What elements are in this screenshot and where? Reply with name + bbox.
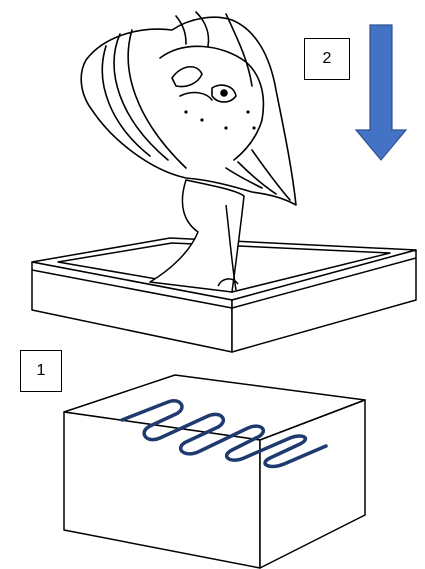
down-arrow-icon (356, 25, 406, 160)
step-label-2-text: 2 (323, 50, 332, 68)
heating-block (64, 375, 365, 568)
step-label-1: 1 (20, 350, 62, 392)
bust-neck (150, 180, 244, 292)
step-label-2: 2 (304, 38, 350, 80)
pupil (221, 90, 227, 96)
bust-head (81, 12, 296, 205)
step-label-1-text: 1 (37, 362, 46, 380)
